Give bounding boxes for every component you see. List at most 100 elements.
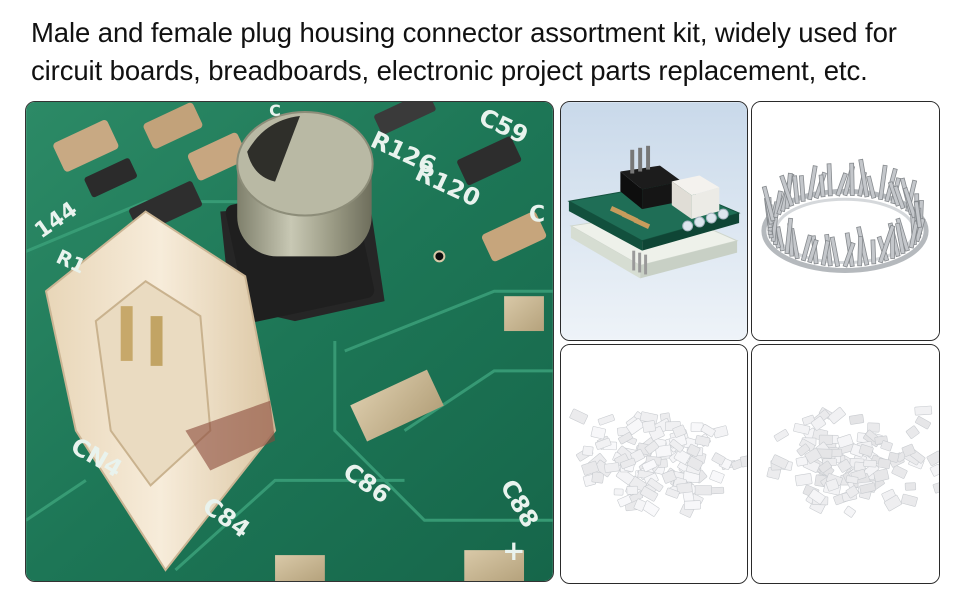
connector-housing [843, 505, 856, 518]
connector-housing [626, 485, 639, 495]
connector-housing [804, 447, 822, 464]
connector-housing [793, 423, 811, 435]
connector-housing [818, 460, 832, 474]
connector-housing [615, 467, 635, 486]
crimp-terminal-pin [849, 162, 855, 196]
connector-housing [597, 414, 615, 426]
connector-housing [590, 426, 606, 440]
crimp-terminal-pin [914, 217, 926, 243]
connector-housing [837, 458, 852, 473]
connector-housing [595, 437, 612, 450]
crimp-terminal-ring-illustration [752, 102, 939, 340]
connector-housing [873, 468, 890, 483]
crimp-terminal-pin [857, 236, 864, 267]
housing-pile-photo-a [560, 344, 748, 584]
crimp-terminal-pin [829, 236, 841, 268]
connector-housing [926, 450, 939, 467]
connector-housing [676, 482, 693, 494]
connector-housing [739, 454, 747, 468]
connector-housing [836, 434, 854, 449]
connector-housing [883, 494, 902, 512]
crimp-terminal-pin [820, 240, 831, 266]
connector-housing [914, 405, 933, 416]
driver-module-illustration [561, 102, 747, 340]
connector-housing [626, 418, 645, 435]
connector-housing [673, 448, 691, 465]
crimp-terminal-pin [807, 165, 818, 201]
connector-housing [642, 420, 656, 433]
pcb-closeup-illustration: C59 R126 R120 144 R1 CN4 C84 C86 C88 C C… [26, 102, 553, 581]
connector-housing [582, 445, 594, 457]
main-product-photo: C59 R126 R120 144 R1 CN4 C84 C86 C88 C C… [25, 101, 554, 582]
crimp-terminal-pin [913, 201, 923, 229]
connector-housing [932, 481, 939, 494]
connector-housing [770, 454, 789, 470]
crimp-terminal-pin [761, 185, 776, 222]
crimp-terminal-pin [798, 175, 806, 202]
connector-housing [867, 422, 880, 433]
crimp-terminal-pin [835, 172, 848, 197]
connector-housing [613, 488, 624, 496]
housing-pile-photo-b [751, 344, 940, 584]
crimp-terminal-pin [902, 187, 917, 219]
connector-housing [686, 456, 704, 472]
connector-housing [880, 440, 893, 452]
crimp-terminal-pin [842, 241, 856, 268]
connector-housing [694, 485, 712, 496]
caption-line-2: circuit boards, breadboards, electronic … [31, 55, 868, 86]
connector-housing [827, 406, 846, 425]
crimp-terminal-pin [779, 174, 795, 207]
connector-housing [825, 478, 840, 492]
connector-housing [859, 482, 876, 494]
connector-housing [849, 414, 865, 425]
connector-housing [773, 429, 789, 442]
connector-housing [891, 465, 908, 479]
crimp-terminals-photo [751, 101, 940, 341]
connector-housing [672, 424, 687, 438]
connector-housing [915, 416, 931, 430]
connector-housing [683, 500, 701, 510]
connector-housing [845, 475, 859, 484]
product-caption: Male and female plug housing connector a… [31, 14, 956, 90]
connector-housing [604, 462, 620, 473]
connector-housing [808, 488, 826, 505]
connector-housing [810, 415, 827, 431]
connector-housing [818, 434, 833, 445]
crimp-terminal-pin [807, 239, 819, 264]
connector-housing [591, 471, 605, 484]
connector-housing [694, 435, 711, 447]
connector-housing [904, 482, 917, 491]
connector-housing [641, 459, 658, 473]
crimp-terminal-pin [800, 234, 813, 262]
crimp-terminal-pin [858, 158, 870, 198]
crimp-terminal-pin [893, 185, 906, 210]
connector-housing [633, 498, 647, 512]
connector-housing [647, 477, 664, 492]
connector-housing [700, 424, 716, 438]
crimp-terminal-pin [878, 224, 896, 264]
connector-housing [661, 469, 677, 484]
connector-housing [581, 460, 599, 476]
connector-housing [887, 451, 900, 463]
connector-housing [905, 425, 920, 439]
connector-housing [711, 452, 726, 466]
connector-housing [863, 459, 877, 468]
connector-housing [795, 456, 809, 467]
connector-housing [796, 443, 810, 457]
pcb-label-c-right: C [529, 203, 545, 228]
crimp-terminal-pin [784, 217, 794, 255]
connector-housing [618, 431, 633, 445]
connector-housing [569, 408, 589, 425]
crimp-terminal-pin [895, 222, 906, 255]
module-board-photo [560, 101, 748, 341]
housing-pile-b-illustration [752, 345, 939, 583]
caption-line-1: Male and female plug housing connector a… [31, 17, 897, 48]
pcb-label-c-top: C [269, 102, 281, 120]
connector-housing [655, 444, 672, 458]
connector-housing [929, 463, 939, 477]
crimp-terminal-pin [878, 164, 888, 201]
connector-housing [709, 470, 725, 484]
connector-housing [620, 457, 636, 469]
crimp-terminal-pin [826, 163, 833, 197]
connector-housing [845, 485, 859, 499]
